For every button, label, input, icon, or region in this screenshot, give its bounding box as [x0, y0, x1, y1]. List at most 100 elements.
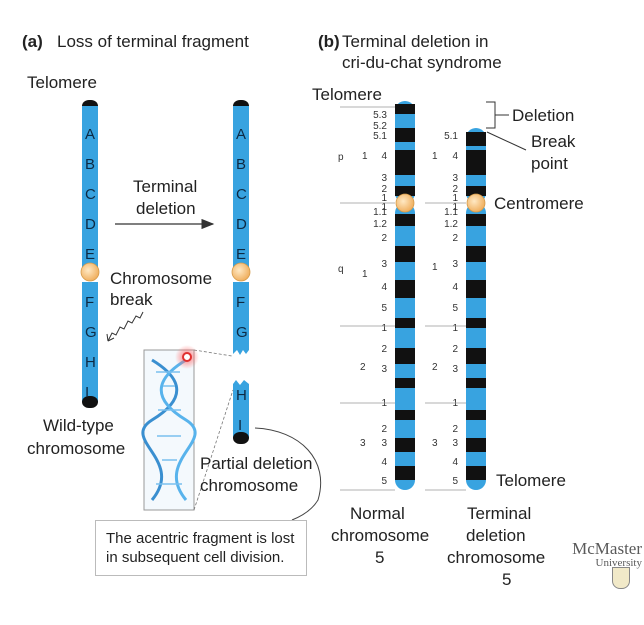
normal-band-8: 1.1	[373, 207, 387, 218]
normal-band-20: 4	[381, 457, 387, 468]
wild-type-letter-d: D	[85, 216, 96, 233]
deleted-band-3: 2	[452, 184, 458, 195]
normal-chromosome-5	[395, 101, 415, 490]
deleted-letter-b: B	[236, 156, 246, 173]
deleted-band-10: 4	[452, 282, 458, 293]
fragment-letter-i: I	[238, 417, 242, 434]
deletion-label: Deletion	[512, 106, 574, 125]
deleted-band-17: 3	[452, 438, 458, 449]
wild-type-letter-g: G	[85, 324, 97, 341]
deleted-band-1: 4	[452, 151, 458, 162]
partial-deletion-label-1: Partial deletion	[200, 454, 312, 473]
telomere-label-b-top: Telomere	[312, 85, 382, 104]
break-point-label-2: point	[531, 154, 568, 173]
terminal-deletion-chromosome-5	[466, 128, 486, 490]
normal-band-17: 1	[381, 398, 387, 409]
logo-sub: University	[595, 557, 642, 569]
centromere-icon	[395, 193, 415, 213]
terminal-deletion-label-4: 5	[502, 570, 511, 589]
deleted-band-4: 1	[452, 193, 458, 204]
normal-band-4: 3	[381, 173, 387, 184]
normal-chromosome-label-1: Normal	[350, 504, 405, 523]
acentric-fragment-note: The acentric fragment is lost in subsequ…	[95, 520, 307, 576]
normal-band-11: 3	[381, 259, 387, 270]
deleted-band-18: 4	[452, 457, 458, 468]
deleted-region-2: 2	[432, 362, 438, 373]
fragment-letter-h: H	[236, 387, 247, 404]
break-marker	[182, 352, 192, 362]
centromere-label: Centromere	[494, 194, 584, 213]
panel-a-title: Loss of terminal fragment	[57, 32, 249, 51]
deleted-letter-e: E	[236, 246, 246, 263]
terminal-deletion-label-2: deletion	[466, 526, 526, 545]
wild-type-letter-a: A	[85, 126, 95, 143]
normal-chromosome-label-3: 5	[375, 548, 384, 567]
deletion-bracket	[486, 101, 509, 129]
panel-b-label: (b)	[318, 32, 340, 51]
panel-b-title-1: Terminal deletion in	[342, 32, 488, 51]
deleted-band-19: 5	[452, 476, 458, 487]
wild-type-label-1: Wild-type	[43, 416, 114, 435]
normal-band-5: 2	[381, 184, 387, 195]
normal-band-13: 5	[381, 303, 387, 314]
deleted-letter-g: G	[236, 324, 248, 341]
dna-inset	[141, 349, 197, 511]
chromosome-break-label-1: Chromosome	[110, 269, 212, 288]
break-pointer-zigzag	[107, 311, 144, 342]
deleted-band-15: 1	[452, 398, 458, 409]
break-point-label-1: Break	[531, 132, 576, 151]
centromere-a1	[80, 262, 100, 282]
deleted-band-11: 5	[452, 303, 458, 314]
wild-type-letter-c: C	[85, 186, 96, 203]
centromere-icon	[466, 193, 486, 213]
normal-chromosome-label-2: chromosome	[331, 526, 429, 545]
deleted-region-0: 1	[432, 151, 438, 162]
wild-type-chromosome	[80, 100, 100, 408]
normal-band-0: 5.3	[373, 110, 387, 121]
deleted-band-6: 1.1	[444, 207, 458, 218]
normal-band-1: 5.2	[373, 121, 387, 132]
deleted-band-16: 2	[452, 424, 458, 435]
crest-icon	[612, 567, 630, 589]
normal-region-0: 1	[362, 151, 368, 162]
wild-type-letter-f: F	[85, 294, 94, 311]
normal-region-1: 1	[362, 269, 368, 280]
normal-band-21: 5	[381, 476, 387, 487]
deleted-region-1: 1	[432, 262, 438, 273]
normal-band-3: 4	[381, 151, 387, 162]
terminal-deletion-label-3: chromosome	[447, 548, 545, 567]
terminal-deletion-label-1: Terminal	[467, 504, 531, 523]
normal-region-3: 3	[360, 438, 366, 449]
normal-band-15: 2	[381, 344, 387, 355]
arm-p-label: p	[338, 152, 344, 163]
deleted-band-7: 1.2	[444, 219, 458, 230]
wild-type-letter-b: B	[85, 156, 95, 173]
terminal-deletion-arrow-label-1: Terminal	[133, 177, 197, 196]
normal-band-2: 5.1	[373, 131, 387, 142]
deleted-band-14: 3	[452, 364, 458, 375]
break-point-pointer	[486, 131, 527, 151]
panel-b-title-2: cri-du-chat syndrome	[342, 53, 502, 72]
inset-guide-bottom	[193, 389, 234, 511]
normal-band-10: 2	[381, 233, 387, 244]
wild-type-letter-e: E	[85, 246, 95, 263]
normal-band-14: 1	[381, 323, 387, 334]
normal-band-12: 4	[381, 282, 387, 293]
normal-band-19: 3	[381, 438, 387, 449]
deleted-letter-d: D	[236, 216, 247, 233]
deleted-band-13: 2	[452, 344, 458, 355]
deleted-band-9: 3	[452, 259, 458, 270]
wild-type-letter-h: H	[85, 354, 96, 371]
normal-band-16: 3	[381, 364, 387, 375]
chromosome-break-label-2: break	[110, 290, 153, 309]
inset-guide-top	[193, 349, 233, 357]
wild-type-label-2: chromosome	[27, 439, 125, 458]
break-pointer-head	[106, 333, 115, 342]
logo-name: McMaster	[572, 539, 642, 558]
deleted-band-5: 1	[452, 202, 458, 213]
